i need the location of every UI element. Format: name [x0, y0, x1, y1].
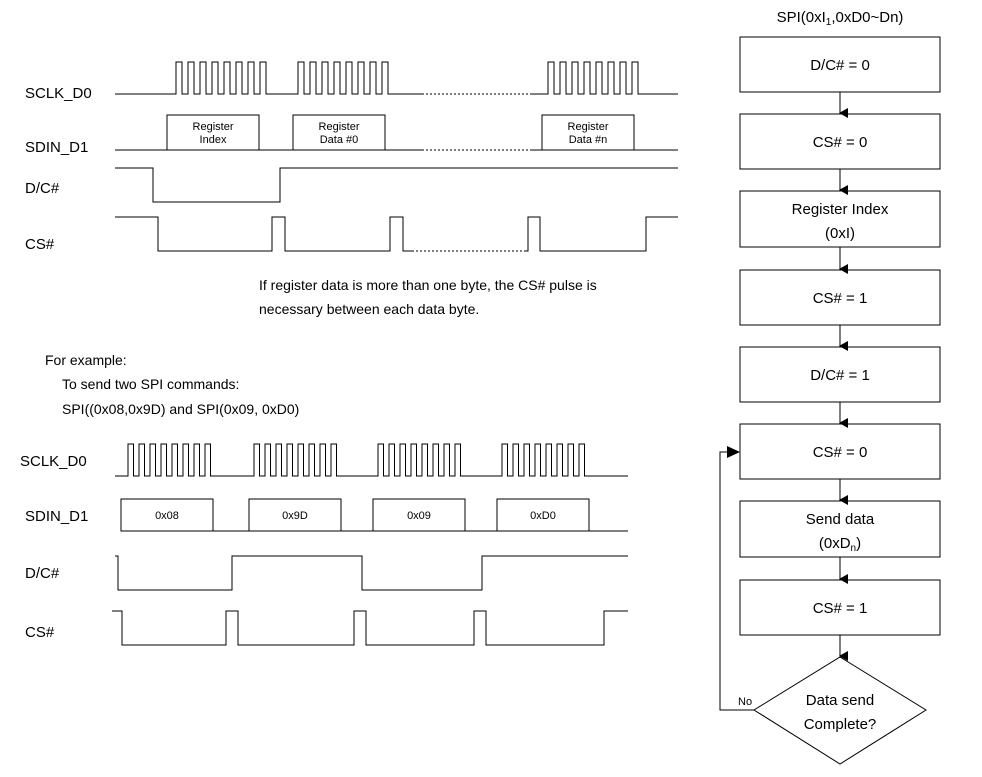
- flow-loop-arrowhead: [727, 446, 740, 458]
- example-line1: For example:: [45, 352, 127, 368]
- top-sdin-waveform: [115, 114, 678, 151]
- example-byte-1: 0x9D: [282, 510, 308, 522]
- cs-pulse-note-line2: necessary between each data byte.: [259, 301, 479, 317]
- top-cs-waveform-b: [525, 216, 678, 252]
- top-sclk-label: SCLK_D0: [25, 85, 92, 102]
- flow-step-cs0-text: CS# = 0: [813, 134, 868, 151]
- example-sdin-waveform: [120, 498, 628, 532]
- flow-no-label: No: [738, 696, 752, 708]
- cs-pulse-note-line1: If register data is more than one byte, …: [259, 277, 597, 293]
- example-sclk-waveform: [115, 443, 628, 477]
- flowchart-title: SPI(0xI1,0xD0~Dn): [777, 9, 904, 28]
- flow-step-dc1-text: D/C# = 1: [810, 367, 870, 384]
- flow-step-register-index-line2: (0xI): [825, 225, 855, 242]
- top-box-datan-line2: Data #n: [569, 134, 608, 146]
- flow-step-cs0-loop-text: CS# = 0: [813, 444, 868, 461]
- top-cs-label: CS#: [25, 236, 55, 253]
- flow-step-send-data-line2: (0xDn): [819, 535, 861, 554]
- top-box-data0-line2: Data #0: [320, 134, 359, 146]
- top-dc-label: D/C#: [25, 180, 60, 197]
- top-sclk-waveform: [115, 61, 678, 95]
- example-cs-label: CS#: [25, 624, 55, 641]
- flow-step-send-data-line1: Send data: [806, 511, 875, 528]
- example-timing-diagram: SCLK_D0 SDIN_D1 0x08 0x9D 0x09 0xD0 D/C#…: [20, 443, 628, 646]
- example-dc-label: D/C#: [25, 565, 60, 582]
- top-box-index-line2: Index: [200, 134, 227, 146]
- example-dc-waveform: [115, 555, 628, 591]
- top-cs-waveform-a: [115, 216, 412, 252]
- top-box-datan-line1: Register: [568, 121, 609, 133]
- top-dc-waveform: [115, 167, 678, 203]
- example-byte-0: 0x08: [155, 510, 179, 522]
- example-byte-3: 0xD0: [530, 510, 556, 522]
- flow-loop-no: [719, 451, 754, 711]
- example-sdin-label: SDIN_D1: [25, 508, 88, 525]
- flow-decision-line2: Complete?: [804, 716, 877, 733]
- flow-step-dc0-text: D/C# = 0: [810, 57, 870, 74]
- example-line2: To send two SPI commands:: [62, 376, 239, 392]
- example-line3: SPI((0x08,0x9D) and SPI(0x09, 0xD0): [62, 401, 299, 417]
- example-cs-waveform: [112, 610, 628, 646]
- flow-step-cs1-end-text: CS# = 1: [813, 600, 868, 617]
- flow-decision-line1: Data send: [806, 692, 874, 709]
- top-sdin-label: SDIN_D1: [25, 139, 88, 156]
- flow-step-register-index-line1: Register Index: [792, 201, 889, 218]
- top-box-index-line1: Register: [193, 121, 234, 133]
- top-timing-diagram: SCLK_D0 SDIN_D1 Register Index Register …: [25, 61, 678, 253]
- example-byte-2: 0x09: [407, 510, 431, 522]
- example-sclk-label: SCLK_D0: [20, 453, 87, 470]
- spi-flowchart: SPI(0xI1,0xD0~Dn) D/C# = 0: [719, 9, 941, 765]
- top-box-data0-line1: Register: [319, 121, 360, 133]
- flow-step-cs1-text: CS# = 1: [813, 290, 868, 307]
- flow-decision-complete: [753, 656, 927, 765]
